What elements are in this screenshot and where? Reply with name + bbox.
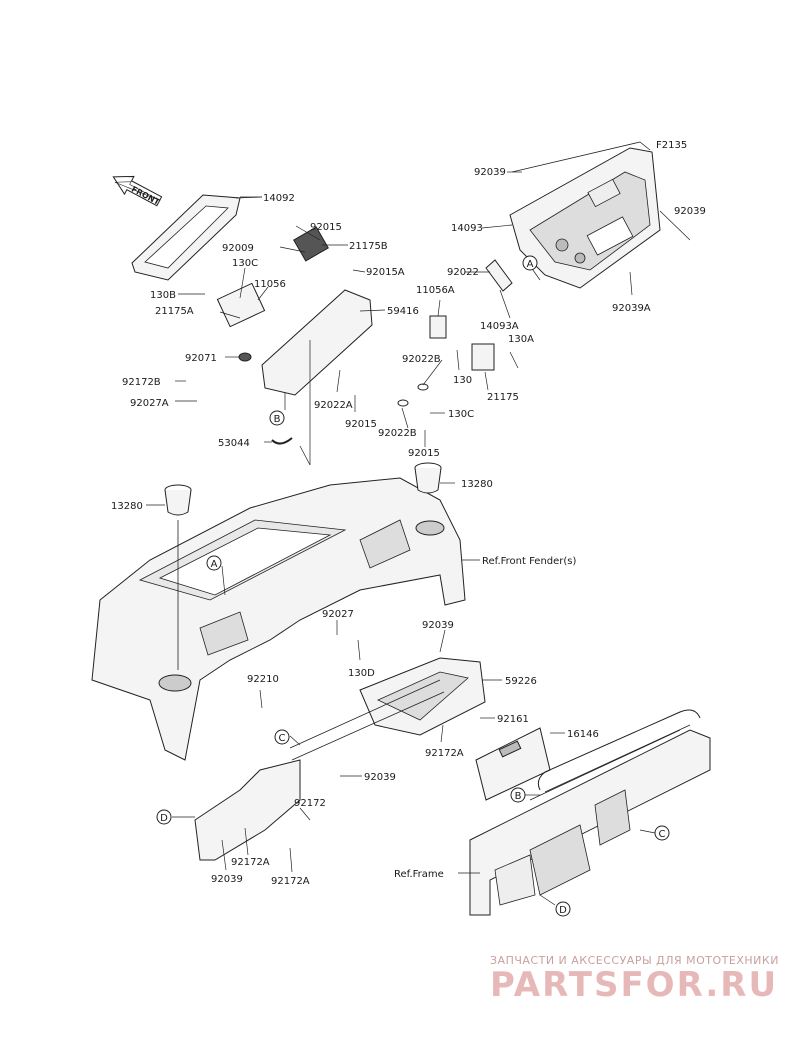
label-13280-left: 13280 [111,501,143,512]
label-13280-right: 13280 [461,479,493,490]
label-16146: 16146 [567,729,599,740]
label-21175: 21175 [487,392,519,403]
label-92172a-c: 92172A [271,876,310,887]
label-92039-low: 92039 [364,772,396,783]
label-130c-b: 130C [448,409,474,420]
label-21175b: 21175B [349,241,388,252]
callout-a-lower [206,555,222,571]
meter-frame-14092 [131,194,263,281]
label-92161: 92161 [497,714,529,725]
callout-a-upper-label: A [527,259,534,270]
label-92027a: 92027A [130,398,169,409]
watermark-logo: PARTSFOR.RU [490,965,778,1005]
callout-a-lower-label: A [211,559,218,570]
label-ref-fender: Ref.Front Fender(s) [482,556,577,567]
callout-b-upper-label: B [274,414,281,425]
callout-d-frame-label: D [559,905,567,916]
callout-d-left [156,809,172,825]
label-59226: 59226 [505,676,537,687]
label-130b: 130B [150,290,176,301]
label-92039a: 92039A [612,303,651,314]
label-92039-mid: 92039 [422,620,454,631]
callout-c-left-label: C [279,733,286,744]
label-92039-bot: 92039 [211,874,243,885]
callout-d-frame [555,901,571,917]
watermark-tagline: ЗАПЧАСТИ И АКСЕССУАРЫ ДЛЯ МОТОТЕХНИКИ [490,954,779,967]
watermark: ЗАПЧАСТИ И АКСЕССУАРЫ ДЛЯ МОТОТЕХНИКИ PA… [490,954,779,1005]
callout-c-right-label: C [659,829,666,840]
label-92039-top: 92039 [474,167,506,178]
cup-holder-left [164,484,192,516]
label-92172a-b: 92172A [231,857,270,868]
label-92039-right: 92039 [674,206,706,217]
label-92210: 92210 [247,674,279,685]
label-53044: 53044 [218,438,250,449]
label-11056a: 11056A [416,285,455,296]
bracket-d [194,679,445,861]
callout-b-upper [269,410,285,426]
label-130d: 130D [348,668,375,679]
callout-c-right [654,825,670,841]
label-92172a-a: 92172A [425,748,464,759]
cup-holder-right [414,462,442,494]
callout-b-lower [510,787,526,803]
label-92022b-b: 92022B [378,428,417,439]
label-92172: 92172 [294,798,326,809]
callout-d-left-label: D [160,813,168,824]
lid-16146 [475,727,551,801]
callout-a-upper [522,255,538,271]
label-11056: 11056 [254,279,286,290]
dashboard-body [91,477,466,761]
callout-c-left [274,729,290,745]
label-92022a: 92022A [314,400,353,411]
label-21175a: 21175A [155,306,194,317]
label-92022b-a: 92022B [402,354,441,365]
switch-housing-59416 [216,226,495,445]
frame [469,709,711,916]
label-92071: 92071 [185,353,217,364]
label-92015a: 92015A [366,267,405,278]
instrument-panel-14093 [485,141,661,292]
label-92015-top: 92015 [310,222,342,233]
label-92009: 92009 [222,243,254,254]
label-59416: 59416 [387,306,419,317]
label-130c-top: 130C [232,258,258,269]
label-130a: 130A [508,334,534,345]
label-92027: 92027 [322,609,354,620]
label-f2135: F2135 [656,140,687,151]
label-14093a: 14093A [480,321,519,332]
label-14093: 14093 [451,223,483,234]
callout-b-lower-label: B [515,791,522,802]
label-14092: 14092 [263,193,295,204]
label-92022: 92022 [447,267,479,278]
label-92015-c: 92015 [408,448,440,459]
label-130: 130 [453,375,472,386]
label-ref-frame: Ref.Frame [394,869,444,880]
label-92172b: 92172B [122,377,161,388]
front-arrow-icon: FRONT [112,175,163,207]
leader-lines [146,171,691,906]
lower-panel-59226 [359,657,486,736]
label-92015-b: 92015 [345,419,377,430]
